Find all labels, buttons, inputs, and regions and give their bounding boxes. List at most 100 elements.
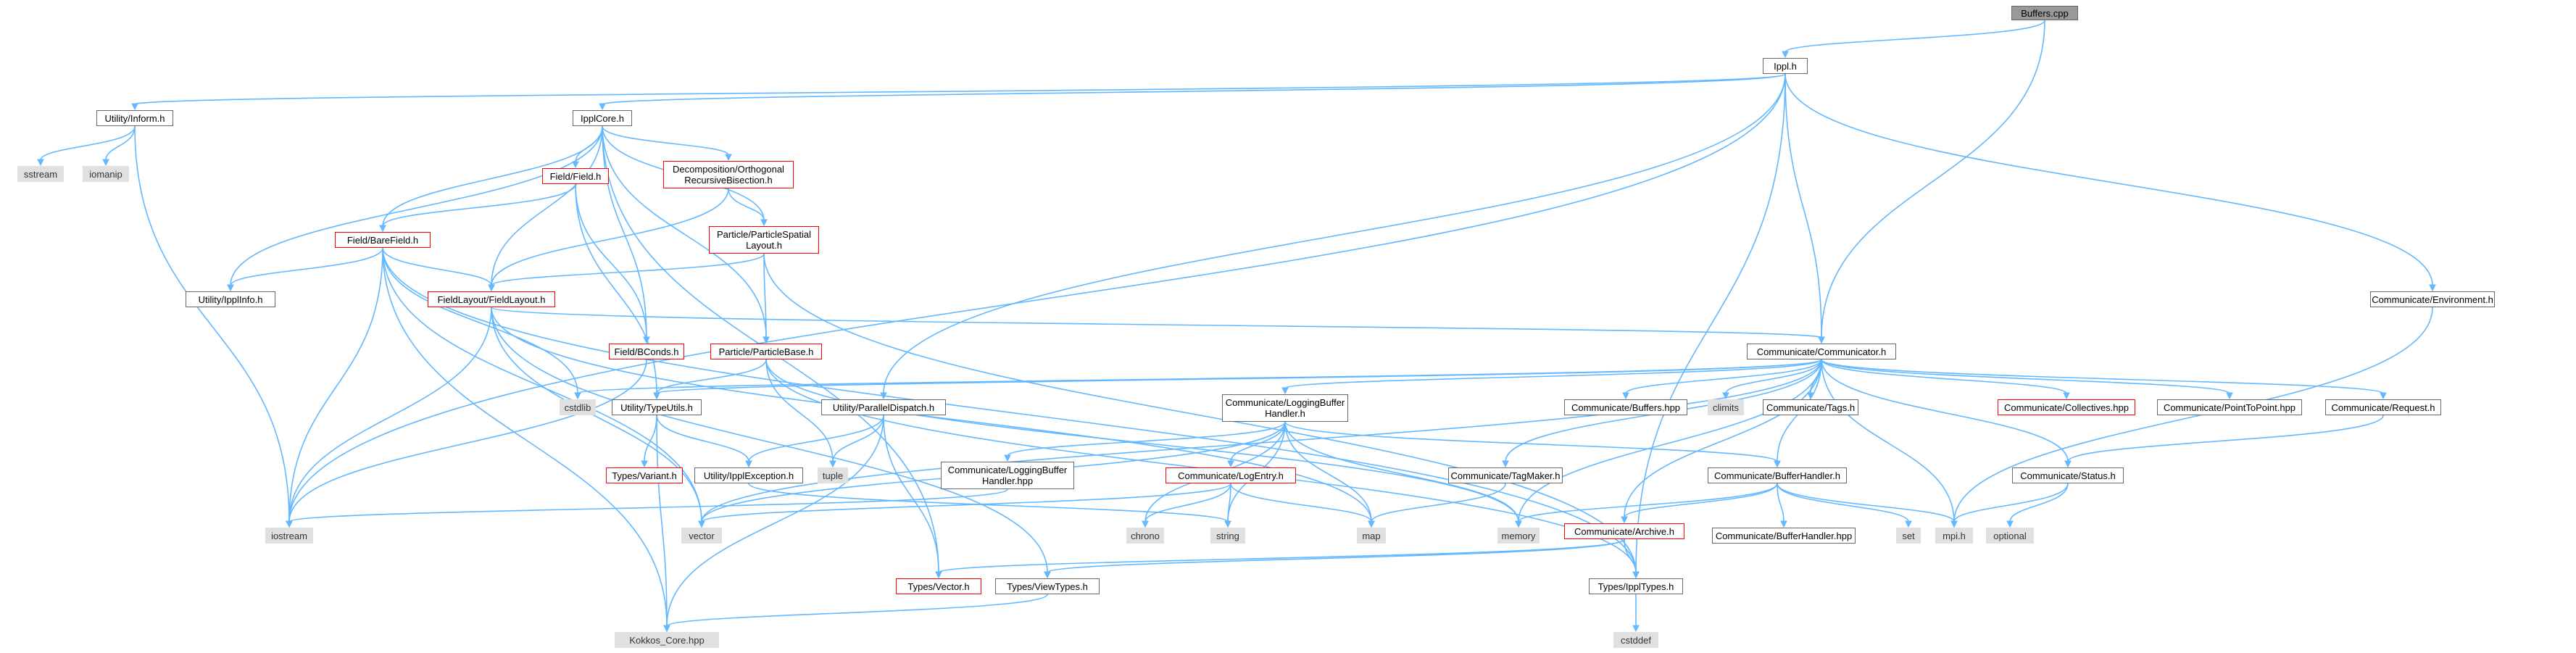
arrowhead-particle_spatial-to-fieldlayout [488, 284, 495, 292]
edge-logbufhandler_h-to-logentry [1230, 421, 1286, 462]
arrowhead-communicator-to-logbufhandler_h [1281, 387, 1289, 395]
node-communicate-pointtopoint-hpp[interactable]: Communicate/PointToPoint.hpp [2157, 399, 2302, 415]
arrowhead-buffers_cpp-to-ippl_h [1782, 51, 1789, 59]
edge-field_bare-to-iostream [288, 247, 383, 523]
edge-communicator-to-climits [1725, 359, 1822, 394]
edge-field_bare-to-fieldlayout [382, 247, 492, 286]
arrowhead-logentry-to-vector [698, 520, 705, 528]
node-set: set [1896, 528, 1921, 544]
node-communicate-request-h[interactable]: Communicate/Request.h [2325, 399, 2441, 415]
edge-comm_status-to-optional [2009, 483, 2069, 523]
edge-communicator-to-comm_request [1821, 359, 2384, 394]
edge-fieldlayout-to-vector [491, 307, 702, 523]
edge-tagmaker-to-map [1371, 483, 1506, 523]
edge-logbufhandler_h-to-logbufhandler_hpp [1007, 421, 1286, 457]
node-communicate-loggingbuffer-handler-h[interactable]: Communicate/LoggingBuffer Handler.h [1222, 394, 1348, 422]
edge-ipplcore-to-decomp [602, 125, 729, 156]
arrowhead-communicator-to-comm_request [2380, 392, 2387, 400]
node-communicate-communicator-h[interactable]: Communicate/Communicator.h [1747, 344, 1896, 359]
node-ipplcore-h[interactable]: IpplCore.h [573, 110, 632, 126]
arrowhead-communicator-to-tagmaker [1502, 460, 1509, 468]
edge-paralleldispatch-to-ipplexception [748, 415, 884, 462]
node-communicate-loggingbuffer-handler-hpp[interactable]: Communicate/LoggingBuffer Handler.hpp [941, 462, 1074, 489]
edge-ippl_h-to-ipplcore [602, 73, 1786, 105]
node-communicate-tags-h[interactable]: Communicate/Tags.h [1763, 399, 1858, 415]
arrowhead-utility_inform-to-sstream [37, 159, 44, 167]
edge-communicator-to-mpi [1821, 359, 1955, 523]
edge-ipplcore-to-field_bconds [602, 125, 647, 338]
arrowhead-logentry-to-chrono [1142, 520, 1149, 528]
edge-comm_env-to-mpi [1953, 307, 2433, 523]
edge-fieldlayout-to-iostream [288, 307, 492, 523]
edge-types_viewtypes-to-kokkos_core [666, 594, 1048, 627]
node-types-variant-h[interactable]: Types/Variant.h [606, 467, 683, 483]
edge-communicator-to-memory [1518, 359, 1822, 523]
node-chrono: chrono [1126, 528, 1164, 544]
node-field-bconds-h[interactable]: Field/BConds.h [609, 344, 684, 359]
node-communicate-logentry-h[interactable]: Communicate/LogEntry.h [1166, 467, 1296, 483]
arrowhead-particle_spatial-to-particle_base [763, 336, 770, 344]
node-communicate-archive-h[interactable]: Communicate/Archive.h [1564, 523, 1684, 539]
node-ippl-h[interactable]: Ippl.h [1763, 58, 1808, 74]
edge-bufferhandler-to-mpi [1777, 483, 1955, 523]
edge-utility_inform-to-sstream [40, 125, 136, 161]
node-map: map [1357, 528, 1386, 544]
node-sstream: sstream [17, 166, 64, 182]
edge-particle_spatial-to-particle_base [763, 253, 767, 338]
node-particle-particlebase-h[interactable]: Particle/ParticleBase.h [710, 344, 822, 359]
arrowhead-tagmaker-to-map [1368, 520, 1375, 528]
node-types-vector-h[interactable]: Types/Vector.h [896, 578, 981, 594]
edge-paralleldispatch-to-kokkos_core [666, 415, 884, 627]
node-fieldlayout-fieldlayout-h[interactable]: FieldLayout/FieldLayout.h [428, 291, 555, 307]
edge-field_field-to-field_bare [382, 183, 576, 227]
edge-utility_inform-to-iomanip [105, 125, 136, 161]
node-utility-ipplinfo-h[interactable]: Utility/IpplInfo.h [186, 291, 275, 307]
node-iomanip: iomanip [83, 166, 129, 182]
node-cstddef: cstddef [1613, 632, 1658, 648]
arrowhead-comm_archive-to-types_viewtypes [1044, 571, 1051, 579]
arrowhead-communicator-to-comm_p2p [2226, 392, 2233, 400]
node-communicate-collectives-hpp[interactable]: Communicate/Collectives.hpp [1998, 399, 2135, 415]
arrowhead-ipplcore-to-field_field [572, 161, 579, 169]
arrowhead-bufferhandler-to-memory [1515, 520, 1522, 528]
edge-field_bare-to-kokkos_core [382, 247, 668, 627]
edge-field_bconds-to-iostream [288, 359, 647, 523]
edge-ippl_h-to-utility_inform [134, 73, 1786, 105]
node-communicate-bufferhandler-hpp[interactable]: Communicate/BufferHandler.hpp [1712, 528, 1856, 544]
node-utility-typeutils-h[interactable]: Utility/TypeUtils.h [612, 399, 702, 415]
node-buffers-cpp[interactable]: Buffers.cpp [2011, 6, 2078, 20]
node-communicate-tagmaker-h[interactable]: Communicate/TagMaker.h [1448, 467, 1563, 483]
edge-logbufhandler_h-to-memory [1284, 421, 1519, 523]
edge-field_bare-to-types_ippltypes [382, 247, 1637, 573]
edge-logentry-to-string [1227, 483, 1231, 523]
node-communicate-environment-h[interactable]: Communicate/Environment.h [2370, 291, 2495, 307]
edge-buffers_cpp-to-ippl_h [1784, 20, 2045, 53]
edge-bufferhandler-to-memory [1518, 483, 1778, 523]
edge-comm_status-to-mpi [1953, 483, 2069, 523]
arrowhead-comm_status-to-mpi [1950, 520, 1958, 528]
node-communicate-status-h[interactable]: Communicate/Status.h [2012, 467, 2124, 483]
arrowhead-types_viewtypes-to-kokkos_core [663, 625, 670, 633]
node-communicate-bufferhandler-h[interactable]: Communicate/BufferHandler.h [1708, 467, 1847, 483]
arrowhead-communicator-to-climits [1722, 392, 1729, 400]
node-communicate-buffers-hpp[interactable]: Communicate/Buffers.hpp [1564, 399, 1687, 415]
arrowhead-logbufhandler_h-to-logentry [1227, 460, 1234, 468]
edge-paralleldispatch-to-tuple [832, 415, 884, 462]
arrowhead-ippl_h-to-utility_inform [131, 103, 138, 111]
edge-particle_base-to-tuple [765, 359, 834, 462]
arrowhead-paralleldispatch-to-tuple [829, 460, 836, 468]
node-field-barefield-h[interactable]: Field/BareField.h [335, 232, 431, 248]
node-types-ippltypes-h[interactable]: Types/IpplTypes.h [1589, 578, 1683, 594]
edge-communicator-to-comm_archive [1624, 359, 1822, 518]
node-types-viewtypes-h[interactable]: Types/ViewTypes.h [995, 578, 1100, 594]
node-particle-particlespatial-layout-h[interactable]: Particle/ParticleSpatial Layout.h [709, 226, 819, 254]
arrowhead-comm_archive-to-types_ippltypes [1632, 571, 1640, 579]
node-utility-paralleldispatch-h[interactable]: Utility/ParallelDispatch.h [821, 399, 946, 415]
node-field-field-h[interactable]: Field/Field.h [542, 168, 609, 184]
node-utility-inform-h[interactable]: Utility/Inform.h [96, 110, 173, 126]
node-decomposition-orthogonal-recursivebisection-h[interactable]: Decomposition/Orthogonal RecursiveBisect… [663, 161, 794, 188]
edge-ipplexception-to-string [748, 483, 1229, 523]
edge-comm_archive-to-types_vector [938, 538, 1625, 573]
node-utility-ipplexception-h[interactable]: Utility/IpplException.h [694, 467, 803, 483]
